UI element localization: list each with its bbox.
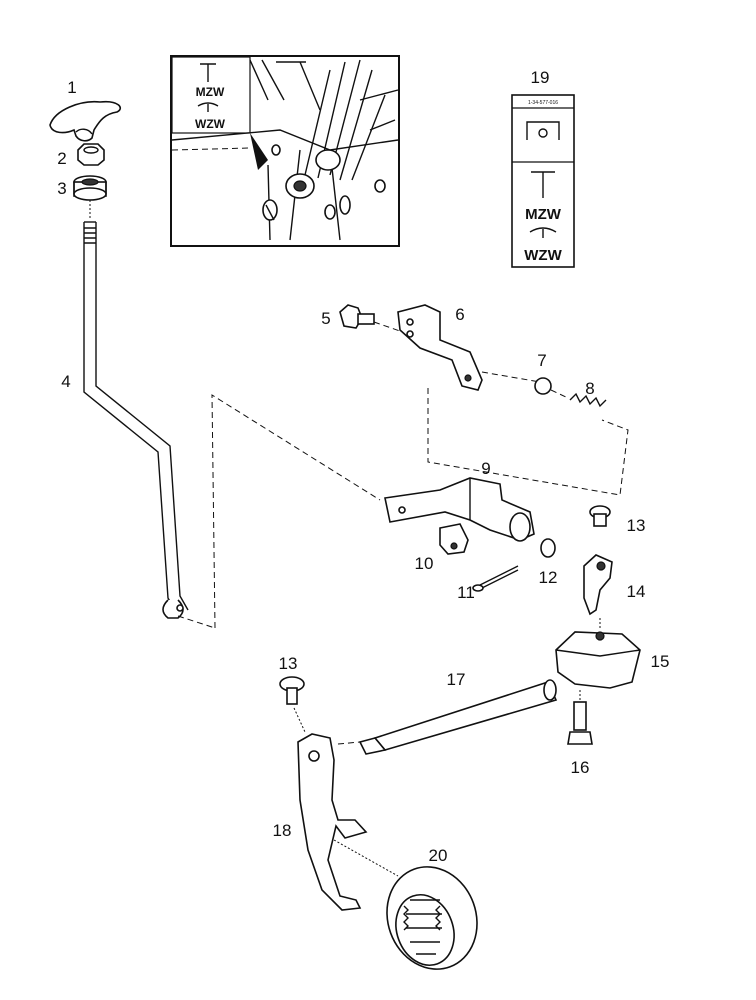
callout-15: 15: [651, 652, 670, 671]
callout-14: 14: [627, 582, 646, 601]
callout-1: 1: [67, 78, 76, 97]
decal-mzw-label: MZW: [525, 206, 562, 223]
part-1-knob: [49, 100, 122, 142]
part-9-shift-shaft: [384, 477, 535, 542]
part-16-bolt: [567, 690, 593, 745]
inset-detail-view: MZW WZW: [170, 55, 400, 247]
callout-10: 10: [415, 554, 434, 573]
part-15-coupling-block: [555, 631, 641, 689]
part-10-shift-finger: [439, 523, 469, 555]
callout-18: 18: [273, 821, 292, 840]
callout-13-a: 13: [627, 516, 646, 535]
decal-wzw-label: WZW: [524, 247, 562, 264]
callout-5: 5: [321, 309, 330, 328]
inset-wzw-symbol: WZW: [195, 102, 226, 131]
part-18-shift-fork: [297, 733, 368, 911]
decal-19: 1-34-577-016 MZW WZW: [511, 94, 575, 268]
inset-mzw-symbol: MZW: [196, 63, 225, 99]
callout-11: 11: [457, 583, 475, 602]
part-4-shift-rod: [83, 221, 189, 619]
callout-19: 19: [531, 68, 550, 87]
decal-code: 1-34-577-016: [528, 100, 558, 106]
callout-4: 4: [61, 372, 70, 391]
part-7-ball: [534, 377, 552, 395]
part-2-nut: [77, 143, 105, 166]
callout-8: 8: [585, 379, 594, 398]
callout-17: 17: [447, 670, 466, 689]
part-17-shift-rail: [358, 679, 558, 755]
callout-6: 6: [455, 305, 464, 324]
inset-mzw-label: MZW: [196, 85, 225, 99]
callout-16: 16: [571, 758, 590, 777]
part-12-circlip: [540, 538, 556, 558]
callout-7: 7: [537, 351, 546, 370]
callout-20: 20: [429, 846, 448, 865]
part-8-spring: [569, 392, 607, 408]
part-13-pin-bottom: [279, 676, 305, 705]
part-20-gear-sleeve: [386, 866, 478, 970]
callout-12: 12: [539, 568, 558, 587]
callout-2: 2: [57, 149, 66, 168]
gear-icon: [538, 128, 548, 138]
callout-13-b: 13: [279, 654, 298, 673]
callout-3: 3: [57, 179, 66, 198]
part-5-bolt: [339, 304, 375, 329]
part-6-bracket: [397, 304, 483, 391]
part-13-pin-top: [589, 505, 611, 527]
part-14-shift-lever: [583, 554, 613, 616]
part-3-bushing: [73, 175, 107, 201]
part-11-split-pin: [472, 565, 519, 592]
callout-9: 9: [481, 459, 490, 478]
inset-wzw-label: WZW: [195, 117, 226, 131]
